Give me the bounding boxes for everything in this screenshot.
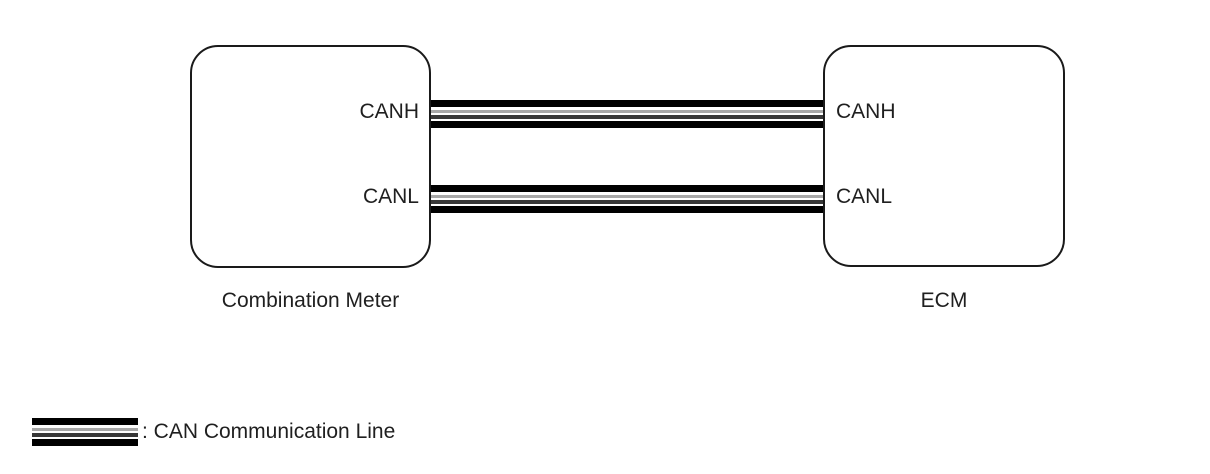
node-caption-ecm: ECM	[920, 289, 968, 312]
legend-label: : CAN Communication Line	[142, 420, 396, 443]
node-caption-combination-meter: Combination Meter	[221, 289, 400, 312]
can-line-canl	[431, 185, 824, 213]
pin-label-combination-meter-canl: CANL	[362, 185, 419, 208]
legend: : CAN Communication Line	[32, 418, 395, 446]
pin-label-ecm-canl: CANL	[836, 185, 893, 208]
pin-label-ecm-canh: CANH	[836, 100, 896, 123]
pin-label-combination-meter-canh: CANH	[359, 100, 419, 123]
can-line-swatch	[32, 418, 138, 446]
node-box-combination-meter	[190, 45, 431, 268]
can-line-canh	[431, 100, 824, 128]
node-box-ecm	[823, 45, 1065, 267]
